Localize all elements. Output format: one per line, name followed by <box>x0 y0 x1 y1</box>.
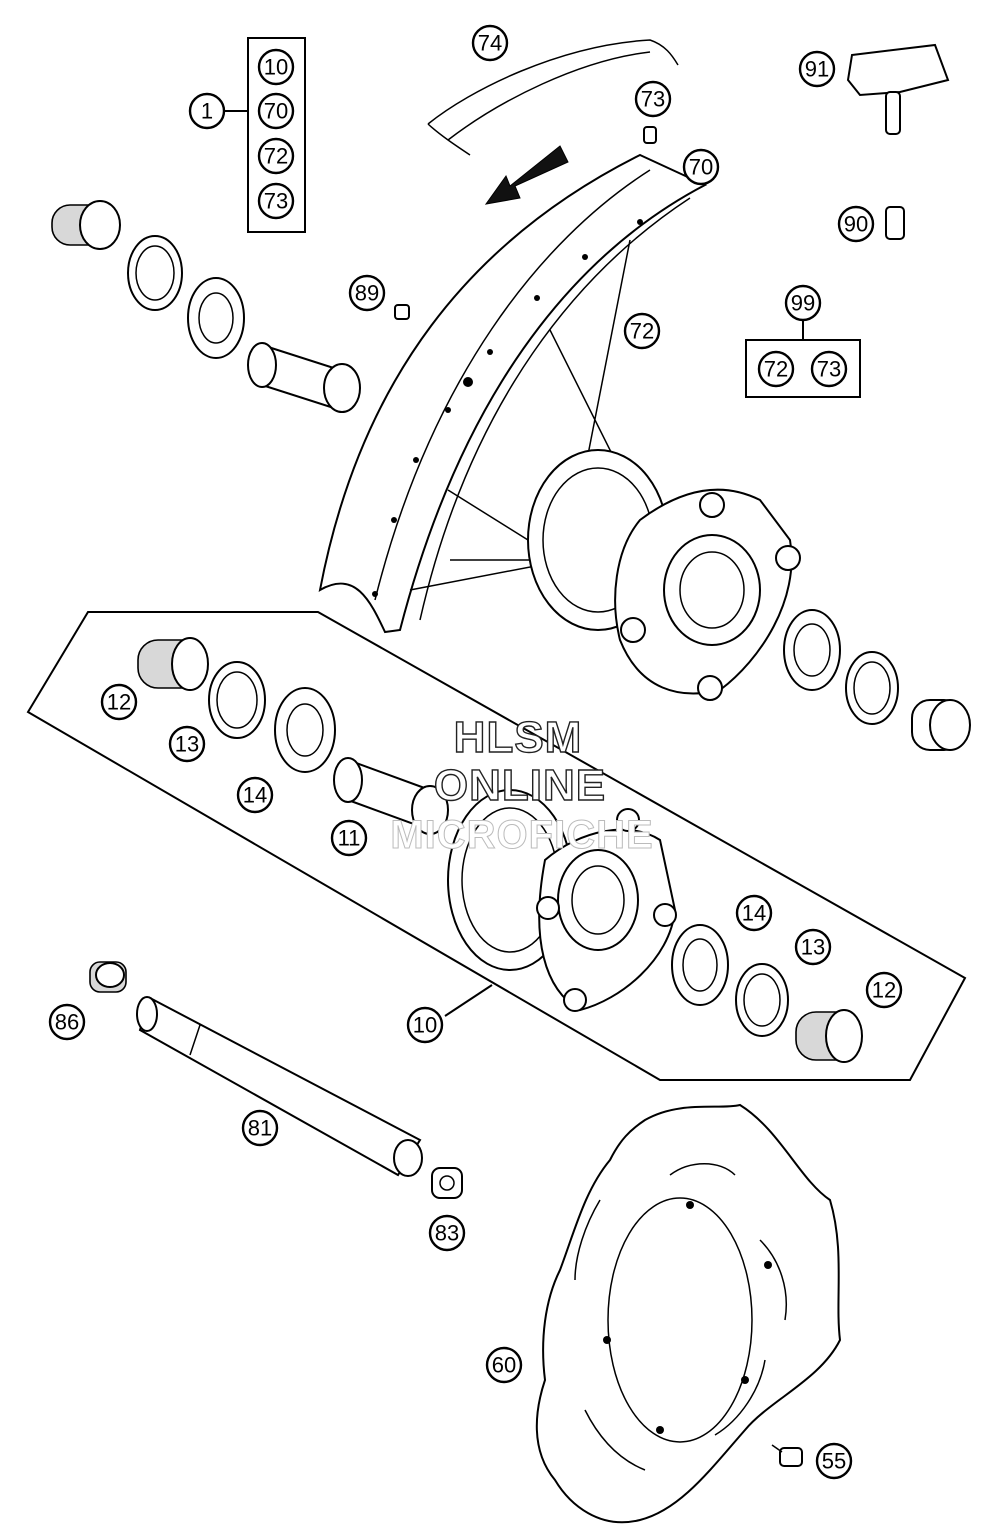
svg-text:90: 90 <box>844 212 868 237</box>
watermark-line-2: ONLINE <box>434 761 606 810</box>
svg-text:81: 81 <box>248 1116 272 1141</box>
watermark: HLSM ONLINE MICROFICHE <box>390 712 653 857</box>
callout-14-left[interactable]: 14 <box>236 776 274 814</box>
kit-99-group <box>745 320 861 398</box>
svg-text:73: 73 <box>641 87 665 112</box>
rim-70-part <box>318 153 708 634</box>
callout-89[interactable]: 89 <box>348 274 386 312</box>
tire-74-part <box>427 39 679 156</box>
callout-55[interactable]: 55 <box>815 1442 853 1480</box>
disc-screw-55-part <box>771 1444 803 1467</box>
svg-text:11: 11 <box>338 826 361 851</box>
hub-10-leader <box>444 984 493 1017</box>
svg-text:74: 74 <box>478 31 502 56</box>
svg-text:12: 12 <box>872 978 896 1003</box>
callout-12-right[interactable]: 12 <box>865 971 903 1009</box>
callout-10[interactable]: 10 <box>406 1006 444 1044</box>
upper-left-bearing-group <box>51 200 361 413</box>
svg-text:12: 12 <box>107 690 131 715</box>
callout-kit1-73[interactable]: 73 <box>257 182 295 220</box>
callout-86[interactable]: 86 <box>48 1003 86 1041</box>
axle-nut-86-part <box>89 961 127 993</box>
callout-1[interactable]: 1 <box>188 92 226 130</box>
svg-text:13: 13 <box>801 935 825 960</box>
svg-text:14: 14 <box>243 783 267 808</box>
callout-74[interactable]: 74 <box>471 24 509 62</box>
svg-text:70: 70 <box>689 155 713 180</box>
callout-13-left[interactable]: 13 <box>168 725 206 763</box>
svg-text:70: 70 <box>264 99 288 124</box>
svg-text:86: 86 <box>55 1010 79 1035</box>
watermark-line-1: HLSM <box>454 713 583 762</box>
lower-right-bearing-group <box>671 924 863 1063</box>
svg-text:72: 72 <box>264 144 288 169</box>
callout-81[interactable]: 81 <box>241 1109 279 1147</box>
svg-text:83: 83 <box>435 1221 459 1246</box>
callout-99[interactable]: 99 <box>784 284 822 322</box>
callout-73[interactable]: 73 <box>634 80 672 118</box>
valve-73-part <box>643 126 657 144</box>
svg-text:13: 13 <box>175 732 199 757</box>
svg-text:99: 99 <box>791 291 815 316</box>
callout-kit99-73[interactable]: 73 <box>810 350 848 388</box>
valve-cap-90-part <box>885 206 905 240</box>
callout-11[interactable]: 11 <box>330 819 368 857</box>
brake-disc-60-part <box>535 1103 842 1524</box>
callout-70[interactable]: 70 <box>682 148 720 186</box>
svg-text:72: 72 <box>630 319 654 344</box>
hub-10-part <box>447 789 677 1012</box>
axle-collar-83-part <box>431 1167 463 1199</box>
callout-kit99-72[interactable]: 72 <box>757 350 795 388</box>
callout-90[interactable]: 90 <box>837 205 875 243</box>
kit-1-box <box>247 37 306 233</box>
upper-right-bearing-group <box>783 609 971 751</box>
callout-83[interactable]: 83 <box>428 1214 466 1252</box>
callout-13-right[interactable]: 13 <box>794 928 832 966</box>
callout-kit1-72[interactable]: 72 <box>257 137 295 175</box>
svg-text:73: 73 <box>817 357 841 382</box>
callout-kit1-10[interactable]: 10 <box>257 48 295 86</box>
svg-text:14: 14 <box>742 901 766 926</box>
svg-text:72: 72 <box>764 357 788 382</box>
watermark-line-3: MICROFICHE <box>390 813 653 857</box>
callout-72[interactable]: 72 <box>623 312 661 350</box>
rotation-direction-arrow <box>484 145 569 205</box>
callout-12-left[interactable]: 12 <box>100 683 138 721</box>
svg-text:60: 60 <box>492 1353 516 1378</box>
nipple-89-part <box>394 304 410 320</box>
svg-text:55: 55 <box>822 1449 846 1474</box>
svg-text:91: 91 <box>805 57 829 82</box>
callout-kit1-70[interactable]: 70 <box>257 92 295 130</box>
svg-text:10: 10 <box>264 55 288 80</box>
svg-text:10: 10 <box>413 1013 437 1038</box>
wheel-hub-assembled-part <box>527 449 801 701</box>
svg-text:89: 89 <box>355 281 379 306</box>
kit-1-group <box>225 37 306 233</box>
svg-text:1: 1 <box>201 99 213 124</box>
callout-14-right[interactable]: 14 <box>735 894 773 932</box>
axle-81-part <box>136 996 423 1177</box>
svg-text:73: 73 <box>264 189 288 214</box>
rim-lock-91-part <box>846 43 950 135</box>
callout-60[interactable]: 60 <box>485 1346 523 1384</box>
lower-left-bearing-group <box>137 637 449 835</box>
callout-91[interactable]: 91 <box>798 50 836 88</box>
hub-assembly-panel <box>26 611 967 1081</box>
